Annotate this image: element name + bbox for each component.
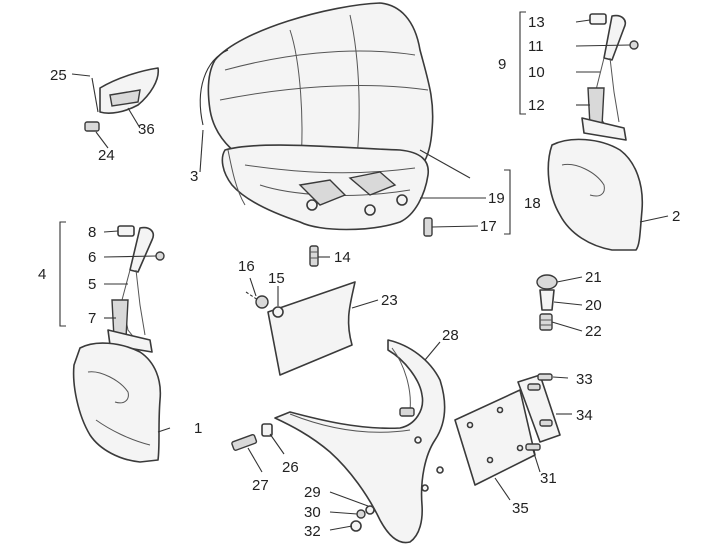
callout-6: 6 (88, 249, 96, 266)
callout-8: 8 (88, 224, 96, 241)
plate-35 (454, 389, 536, 486)
callout-30: 30 (304, 504, 321, 521)
callout-14: 14 (334, 249, 351, 266)
callout-labels: 1 2 3 4 5 6 7 8 9 10 11 12 13 14 15 16 1… (38, 14, 680, 540)
left-hinge-assembly (107, 225, 165, 353)
callout-32: 32 (304, 523, 321, 540)
leader-lines (71, 19, 669, 531)
callout-4: 4 (38, 266, 46, 283)
bolt-27 (231, 423, 273, 451)
callout-34: 34 (576, 407, 593, 424)
callout-19: 19 (488, 190, 505, 207)
screw-33 (537, 373, 553, 381)
callout-25: 25 (50, 67, 67, 84)
callout-2: 2 (672, 208, 680, 225)
callout-15: 15 (268, 270, 285, 287)
callout-23: 23 (381, 292, 398, 309)
callout-22: 22 (585, 323, 602, 340)
plate-23 (245, 281, 356, 376)
callout-24: 24 (98, 147, 115, 164)
callout-27: 27 (252, 477, 269, 494)
callout-10: 10 (528, 64, 545, 81)
callout-29: 29 (304, 484, 321, 501)
callout-28: 28 (442, 327, 459, 344)
callout-9: 9 (498, 56, 506, 73)
bracket-34 (517, 374, 561, 443)
right-side-panel (547, 138, 644, 251)
callout-21: 21 (585, 269, 602, 286)
callout-20: 20 (585, 297, 602, 314)
right-hinge-assembly (581, 13, 639, 141)
callout-12: 12 (528, 97, 545, 114)
callout-13: 13 (528, 14, 545, 31)
callout-18: 18 (524, 195, 541, 212)
callout-26: 26 (282, 459, 299, 476)
group-brackets (59, 11, 526, 327)
callout-5: 5 (88, 276, 96, 293)
reflector-cover (84, 67, 160, 132)
callout-31: 31 (540, 470, 557, 487)
screw-17 (423, 217, 433, 237)
top-case-base (221, 144, 429, 231)
callout-16: 16 (238, 258, 255, 275)
callout-17: 17 (480, 218, 497, 235)
callout-36: 36 (138, 121, 155, 138)
callout-7: 7 (88, 310, 96, 327)
callout-3: 3 (190, 168, 198, 185)
callout-1: 1 (194, 420, 202, 437)
callout-35: 35 (512, 500, 529, 517)
callout-11: 11 (528, 38, 544, 55)
callout-33: 33 (576, 371, 593, 388)
screw-14 (309, 245, 319, 267)
screw-31 (525, 443, 541, 451)
left-side-panel (72, 342, 162, 463)
washers-29-30-32 (350, 505, 375, 532)
